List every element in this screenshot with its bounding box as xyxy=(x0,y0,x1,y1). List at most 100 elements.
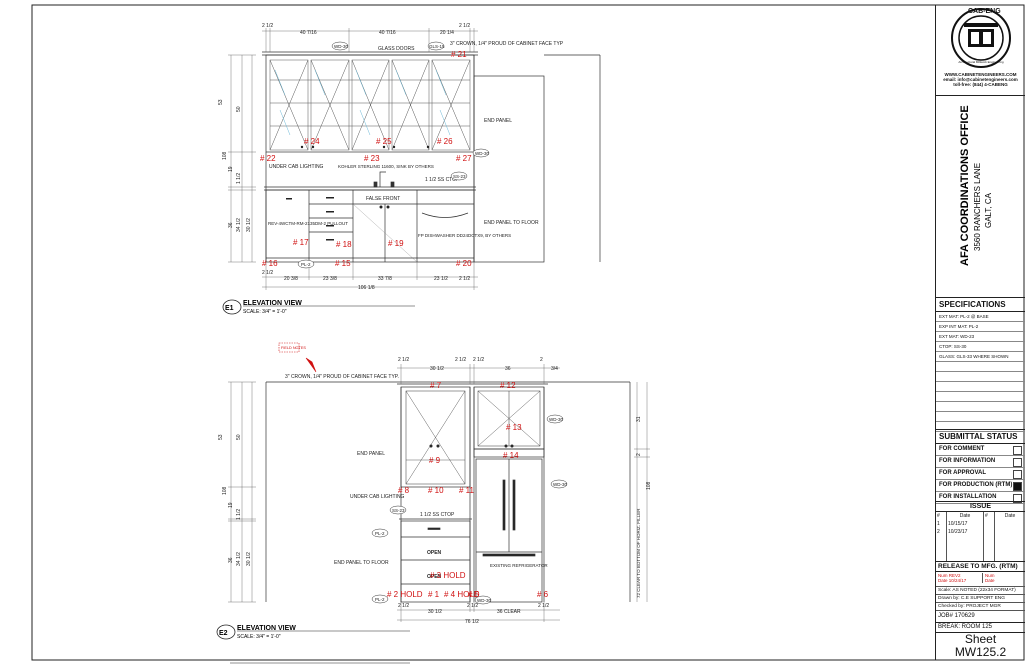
issue-header: Date xyxy=(1004,513,1016,519)
e2-dim-overall: 76 1/2 xyxy=(465,619,479,625)
e2-mark-4-hold: # 4 HOLD xyxy=(444,590,480,599)
checkbox-icon[interactable] xyxy=(1013,458,1022,467)
e1-mark-22: # 22 xyxy=(260,154,276,163)
e2-view-tag: E2 xyxy=(219,630,228,637)
e1-dim-bot-6: 2 1/2 xyxy=(459,276,470,282)
e2-dim-top-7: 3/4 xyxy=(551,366,558,372)
e1-dim-top-5: 2 1/2 xyxy=(459,23,470,29)
company-email[interactable]: email: info@cabinetengineers.com xyxy=(943,77,1018,82)
e1-dimension-lines xyxy=(228,28,478,290)
checkbox-icon[interactable] xyxy=(1013,494,1022,503)
checkbox-icon[interactable] xyxy=(1013,470,1022,479)
status-for-production[interactable]: FOR PRODUCTION (RTM) xyxy=(936,480,1025,492)
issue-cell xyxy=(995,528,1026,536)
e2-mark-13: # 13 xyxy=(506,423,522,432)
spec-row-empty xyxy=(936,402,1025,412)
e1-dim-bot-4: 33 7/8 xyxy=(378,276,392,282)
e1-note-false-front: FALSE FRONT xyxy=(366,196,400,202)
checkbox-icon[interactable] xyxy=(1013,446,1022,455)
e2-dim-bot-2: 30 1/2 xyxy=(428,609,442,615)
e1-dim-top-3: 40 7/16 xyxy=(379,30,396,36)
e1-tag-5: PL-2 xyxy=(301,262,311,267)
e1-dim-bot-1: 2 1/2 xyxy=(262,270,273,276)
release-num: Num xyxy=(985,573,995,578)
e2-note-ss-ctop: 1 1/2 SS CTOP xyxy=(420,512,455,518)
e2-dim-left-3: 108 xyxy=(222,486,228,495)
release-date: Date 10/24/17 xyxy=(938,578,967,583)
e2-tag-4: PL-2 xyxy=(375,531,385,536)
e1-note-end-panel-floor: END PANEL TO FLOOR xyxy=(484,220,539,226)
e2-dim-top-5: 36 xyxy=(505,366,511,372)
specifications-title: SPECIFICATIONS xyxy=(936,298,1025,312)
e2-mark-2-hold: # 2 HOLD xyxy=(387,590,423,599)
e2-view-title: E2 ELEVATION VIEW SCALE: 3/4" = 1'-0" xyxy=(216,624,410,640)
company-website[interactable]: WWW.CABINETENGINEERS.COM xyxy=(944,72,1017,77)
e1-mark-20: # 20 xyxy=(456,259,472,268)
e1-mark-27: # 27 xyxy=(456,154,472,163)
break-room: BREAK: ROOM 125 xyxy=(936,623,1025,633)
e2-dim-left-4: 19 xyxy=(228,502,234,508)
release-title: RELEASE TO MFG. (RTM) xyxy=(936,562,1025,572)
e1-mark-15: # 15 xyxy=(335,259,351,268)
e1-mark-25: # 25 xyxy=(376,137,392,146)
sheet-border xyxy=(31,4,1025,661)
e2-note-end-panel-floor: END PANEL TO FLOOR xyxy=(334,560,389,566)
e2-dim-left-8: 30 1/2 xyxy=(246,552,252,566)
status-for-approval[interactable]: FOR APPROVAL xyxy=(936,468,1025,480)
e2-dim-bot-1: 2 1/2 xyxy=(398,603,409,609)
e1-mark-23: # 23 xyxy=(364,154,380,163)
job-number: JOB# 170629 xyxy=(936,611,1025,623)
e1-mark-19: # 19 xyxy=(388,239,404,248)
e1-dim-left-1: 53 xyxy=(218,99,224,105)
e1-view-scale: SCALE: 3/4" = 1'-0" xyxy=(243,309,287,315)
e2-field-note-text: FIELD NOTES xyxy=(281,346,306,350)
project-name-svg: AFA COORDINATIONS OFFICE 3560 RANCHERS L… xyxy=(959,105,993,266)
e1-dim-left-2: 50 xyxy=(236,106,242,112)
e2-dim-top-6: 2 xyxy=(540,357,543,363)
spec-row: GLASS: GLS-33 WHERE SHOWN xyxy=(936,352,1025,362)
submittal-title: SUBMITTAL STATUS xyxy=(936,430,1025,444)
e2-mark-3-hold: # 3 HOLD xyxy=(430,571,466,580)
elevation-e2 xyxy=(228,364,650,622)
e2-dim-left-1: 53 xyxy=(218,434,224,440)
e1-view-title-text: ELEVATION VIEW xyxy=(243,300,302,307)
spec-row: EXT MAT: PL-2 @ BASE xyxy=(936,312,1025,322)
e2-tag-1: WD-30 xyxy=(549,417,563,422)
spec-row-empty xyxy=(936,372,1025,382)
issue-cell: 10/23/17 xyxy=(946,528,984,536)
e1-hardware xyxy=(286,145,430,241)
e2-tag-5: PL-2 xyxy=(375,597,385,602)
e2-dim-left-6: 36 xyxy=(228,557,234,563)
e1-dim-top-1: 2 1/2 xyxy=(262,23,273,29)
e2-note-open-2: OPEN xyxy=(427,574,442,580)
e2-dim-right-3: 108 xyxy=(646,481,652,490)
e1-note-crown: 3" CROWN, 1/4" PROUD OF CABINET FACE TYP xyxy=(450,41,564,47)
e2-note-fridge: EXISTING REFRIGERATOR xyxy=(490,563,548,568)
checkbox-checked-icon[interactable] xyxy=(1013,482,1022,491)
e2-dim-right-4: 72 CLEAR TO BOTTOM OF HORIZ. FILLER xyxy=(636,508,641,598)
status-for-information[interactable]: FOR INFORMATION xyxy=(936,456,1025,468)
e1-dim-overall: 106 1/8 xyxy=(358,285,375,291)
project-info-block: AFA COORDINATIONS OFFICE 3560 RANCHERS L… xyxy=(936,95,1025,298)
e1-view-tag: E1 xyxy=(225,305,234,312)
e1-mark-16: # 16 xyxy=(262,259,278,268)
project-address-2: GALT, CA xyxy=(984,192,993,228)
issue-header: # xyxy=(936,512,947,520)
e2-mark-12: # 12 xyxy=(500,381,516,390)
drawn-by: Drawn by: C.E SUPPORT ENG xyxy=(936,595,1025,603)
e2-mark-11: # 11 xyxy=(459,486,475,495)
status-for-comment[interactable]: FOR COMMENT xyxy=(936,444,1025,456)
e1-note-kohler: KOHLER STERLING 11600, SINK BY OTHERS xyxy=(338,164,434,169)
status-for-installation[interactable]: FOR INSTALLATION xyxy=(936,492,1025,504)
spec-row: EXT MAT: WD-23 xyxy=(936,332,1025,342)
checked-by: Checked by: PROJECT MGR xyxy=(936,603,1025,611)
e2-mark-8: # 8 xyxy=(398,486,410,495)
e1-note-end-panel: END PANEL xyxy=(484,118,512,124)
e1-note-rev: REV-4WCTM-RM-2135DM-2 PULLOUT xyxy=(268,221,348,226)
e2-dim-top-3: 2 1/2 xyxy=(455,357,466,363)
e1-dim-top-4: 20 1/4 xyxy=(440,30,454,36)
e1-note-ss-ctop: 1 1/2 SS CTOP xyxy=(425,177,460,183)
e1-dim-left-4: 19 xyxy=(228,166,234,172)
e1-glass-highlights xyxy=(274,69,451,136)
